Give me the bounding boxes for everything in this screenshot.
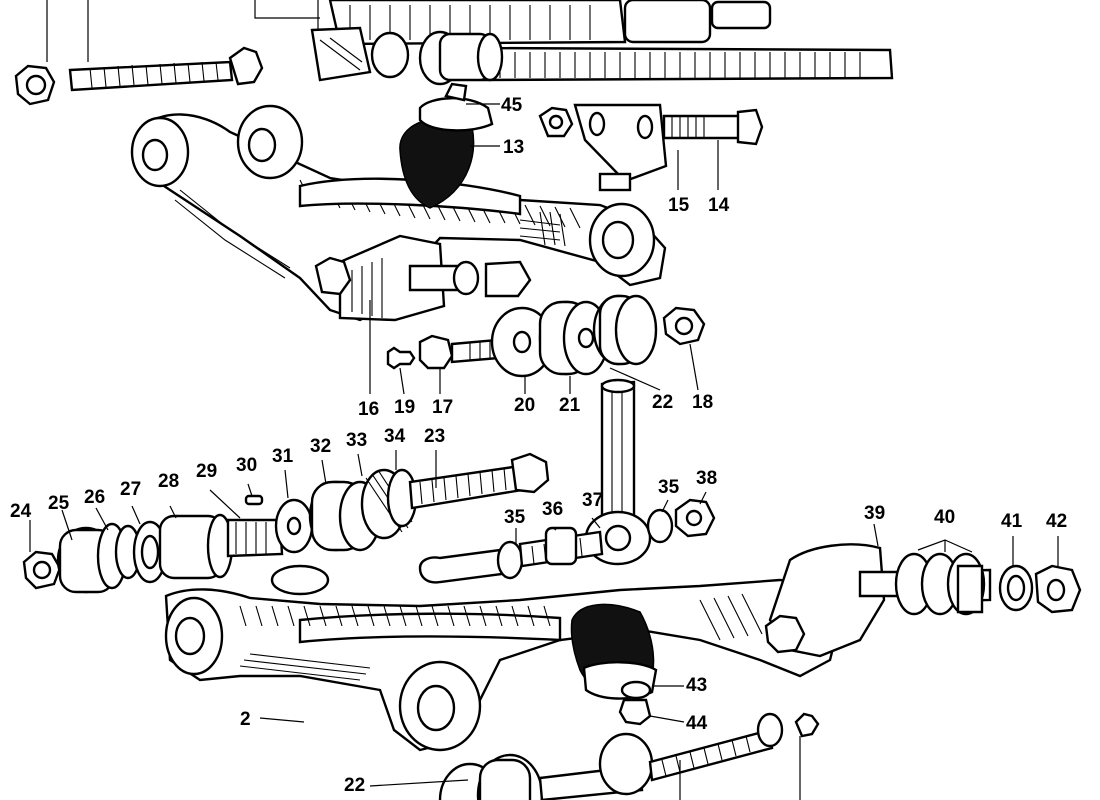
callout-25: 25 (48, 493, 70, 514)
callout-38: 38 (696, 468, 718, 489)
callout-42: 42 (1046, 511, 1068, 532)
callout-34: 34 (384, 426, 406, 447)
callout-30: 30 (236, 455, 258, 476)
tie-rod-adjuster (418, 498, 716, 584)
callout-37: 37 (582, 490, 604, 511)
bottom-pivot-hardware (438, 712, 820, 800)
upper-wishbone-arm (130, 104, 667, 322)
bracket-and-bolt (538, 103, 764, 192)
callout-22-lower: 22 (344, 775, 366, 796)
callout-18: 18 (692, 392, 714, 413)
callout-41: 41 (1001, 511, 1023, 532)
top-left-nut-and-bolt (14, 0, 264, 106)
callout-32: 32 (310, 436, 332, 457)
callout-43: 43 (686, 675, 708, 696)
callout-2: 2 (240, 709, 251, 730)
right-pivot-hardware (873, 523, 1082, 616)
callout-28: 28 (158, 471, 180, 492)
callout-36: 36 (542, 499, 564, 520)
lower-wishbone-arm (164, 543, 902, 752)
callout-31: 31 (272, 446, 294, 467)
callout-20: 20 (514, 395, 536, 416)
callout-13: 13 (503, 137, 525, 158)
callout-35-left: 35 (504, 507, 526, 528)
callout-44: 44 (686, 713, 708, 734)
callout-21: 21 (559, 395, 581, 416)
lower-pivot-hardware (22, 452, 550, 594)
upper-bump-stop (399, 82, 500, 209)
lower-bump-stop (570, 603, 685, 726)
callout-19: 19 (394, 397, 416, 418)
callout-29: 29 (196, 461, 218, 482)
callout-26: 26 (84, 487, 106, 508)
top-steering-rod-assembly (254, 0, 894, 86)
callout-17: 17 (432, 397, 454, 418)
callout-22-upper: 22 (652, 392, 674, 413)
upper-pivot-block (314, 234, 532, 394)
callout-27: 27 (120, 479, 142, 500)
callout-23: 23 (424, 426, 446, 447)
callout-39: 39 (864, 503, 886, 524)
callout-35-right: 35 (658, 477, 680, 498)
callout-14: 14 (708, 195, 730, 216)
callout-15: 15 (668, 195, 690, 216)
upper-pivot-hardware (386, 294, 706, 395)
callout-33: 33 (346, 430, 368, 451)
callout-45: 45 (501, 95, 523, 116)
callout-16: 16 (358, 399, 380, 420)
callout-40: 40 (934, 507, 956, 528)
callout-24: 24 (10, 501, 32, 522)
callout-leaders (29, 450, 707, 787)
